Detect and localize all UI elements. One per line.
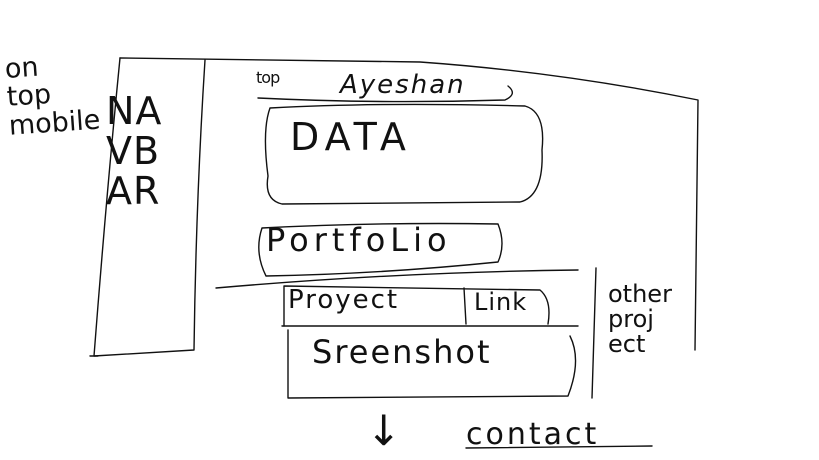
navbar-outline [93,57,206,357]
down-arrow-icon: ↓ [366,406,402,455]
side-note-line: mobile [7,104,102,142]
project-label: Proyect [288,285,400,315]
other-projects-line: proj [608,305,654,334]
screenshot-label: Sreenshot [312,333,492,371]
contact-underline [465,445,653,449]
table-column-divider [463,287,467,325]
table-top-line [283,285,550,327]
side-column-divider [591,267,597,399]
page-frame-outline [119,57,699,351]
screenshot-box-outline [287,329,577,399]
heading-underline [257,85,513,103]
top-heading: Ayeshan [340,70,466,100]
data-label: DATA [290,115,412,159]
side-note: on top mobile [4,50,102,142]
other-projects-label: other proj ect [608,280,688,359]
portfolio-label: PortfoLio [266,221,452,259]
data-box-outline [264,103,544,205]
contact-label: contact [466,417,600,452]
top-label: top [256,68,280,87]
portfolio-separator [215,269,579,289]
other-projects-line: ect [608,330,646,359]
link-label: Link [474,288,528,316]
other-projects-line: other [608,280,672,308]
navbar-label: NAVBAR [106,89,163,213]
portfolio-box-outline [258,222,503,277]
